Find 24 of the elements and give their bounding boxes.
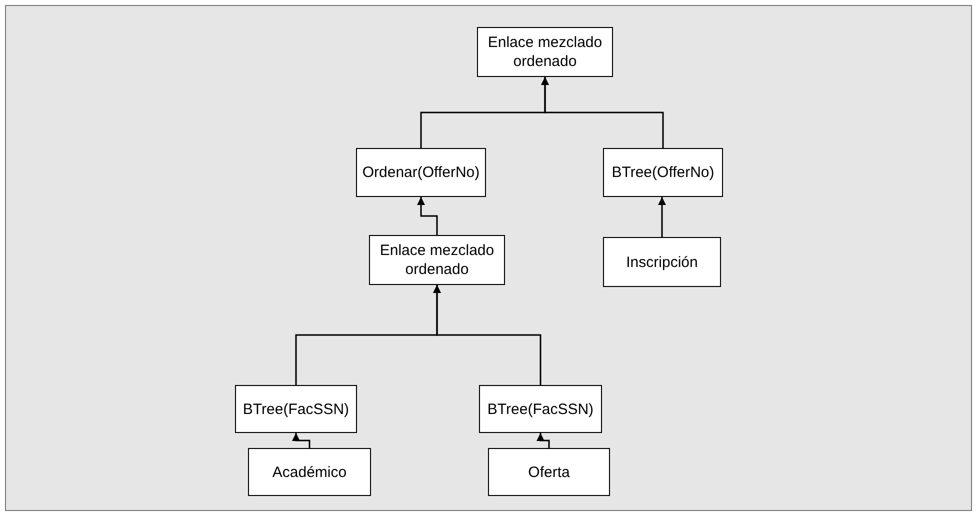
arrow: [433, 285, 542, 385]
operator-label: BTree(FacSSN): [242, 400, 350, 418]
operator-box: [248, 448, 371, 496]
operator-box: [369, 235, 505, 285]
operator-label: Enlace mezclado ordenado: [378, 241, 496, 279]
arrow: [292, 433, 310, 448]
operator-label: Ordenar(OfferNo): [361, 163, 481, 182]
arrow: [541, 77, 664, 148]
operator-box: [488, 448, 610, 496]
arrow: [658, 197, 666, 237]
operator-box: [479, 385, 602, 433]
operator-box: [235, 385, 357, 433]
arrow: [417, 197, 438, 235]
operator-label: Oferta: [527, 462, 571, 482]
arrow: [536, 433, 550, 448]
operator-label: BTree(FacSSN): [486, 400, 595, 418]
operator-label: Académico: [271, 462, 348, 482]
operator-box: [603, 148, 723, 197]
operator-label: Enlace mezclado ordenado: [486, 33, 604, 71]
operator-box: [356, 148, 486, 197]
operator-box: [477, 27, 613, 77]
operator-label: Inscripción: [625, 252, 699, 272]
operator-label: BTree(OfferNo): [610, 163, 716, 182]
operator-box: [603, 237, 721, 287]
